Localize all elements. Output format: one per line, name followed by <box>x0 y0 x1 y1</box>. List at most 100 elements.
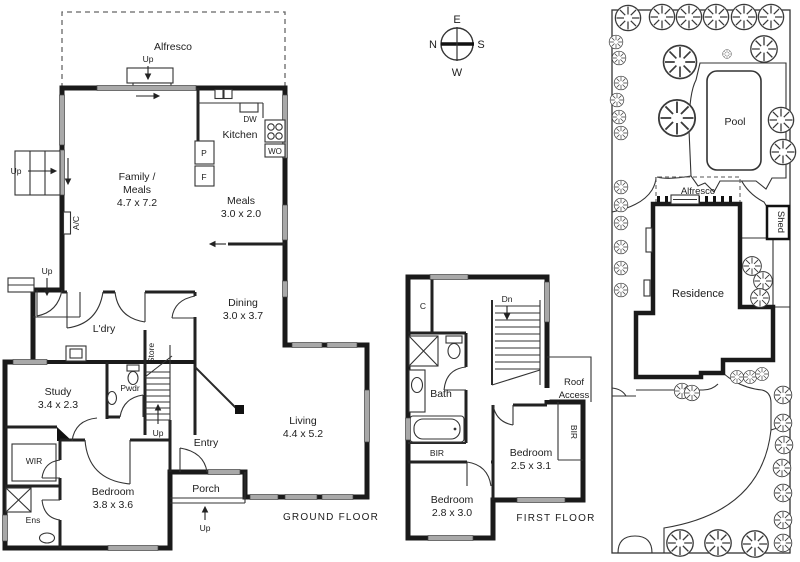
window <box>321 494 354 500</box>
store-label: Store <box>146 343 156 364</box>
sink <box>223 88 233 100</box>
shed <box>765 204 791 241</box>
up-label-side: Up <box>11 166 22 176</box>
ac-label: A/C <box>71 216 81 230</box>
room-label-living: Living <box>289 415 317 427</box>
first-floor-plan: Dn C Bath Roof Access BIR BIR Bedroom 2.… <box>405 274 595 541</box>
roof-access-1: Roof <box>564 377 584 388</box>
post <box>235 405 244 414</box>
floor-title-first: FIRST FLOOR <box>516 513 595 524</box>
room-label-alfresco: Alfresco <box>154 41 192 53</box>
bir-label-bedroom: BIR <box>569 425 579 439</box>
bath-door <box>443 366 467 391</box>
room-label-family-1: Family / <box>119 171 156 183</box>
pantry <box>194 140 215 165</box>
compass-n: N <box>429 39 437 51</box>
burner <box>275 123 283 131</box>
alcove-door <box>33 289 81 318</box>
roof-access-2: Access <box>559 390 590 401</box>
room-label-study: Study <box>45 386 73 398</box>
up-label-alcove: Up <box>42 266 53 276</box>
compass-e: E <box>453 14 460 26</box>
first-stairs <box>491 300 541 386</box>
room-label-bedroom1: Bedroom <box>510 447 553 459</box>
robe-unit <box>11 443 57 482</box>
window <box>544 281 550 323</box>
window <box>282 280 288 298</box>
room-label-laundry: L'dry <box>93 323 116 335</box>
window <box>2 514 8 542</box>
porch-outline <box>170 472 246 504</box>
driveway-gate <box>617 535 653 554</box>
window <box>427 535 474 541</box>
pantry-label: P <box>201 148 207 158</box>
fridge <box>194 165 215 187</box>
stair-walls <box>143 330 197 435</box>
bedroom2-door <box>466 461 492 487</box>
window <box>516 497 566 503</box>
wall-oven-label: WO <box>268 147 282 156</box>
room-dims-meals: 3.0 x 2.0 <box>221 208 261 220</box>
residence-window <box>645 227 653 253</box>
shower-cross <box>5 487 32 513</box>
alfresco-steps <box>126 67 174 84</box>
room-label-entry: Entry <box>194 437 219 449</box>
alfresco-outline <box>61 11 286 88</box>
up-label-stairs: Up <box>153 428 164 438</box>
room-dims-living: 4.4 x 5.2 <box>283 428 323 440</box>
roof-access-door <box>544 388 550 400</box>
floor-title-ground: GROUND FLOOR <box>283 512 379 523</box>
front-gate <box>611 387 636 397</box>
study-door <box>71 417 98 442</box>
burner <box>267 123 275 131</box>
window <box>207 469 241 475</box>
site-alfresco-outline <box>655 176 741 203</box>
compass: E N S W <box>429 14 485 79</box>
diagonal-wall <box>194 366 238 410</box>
toilet <box>38 532 56 544</box>
window <box>12 359 48 365</box>
window <box>364 389 370 443</box>
sink <box>214 88 224 100</box>
room-dims-bedroom1: 2.5 x 3.1 <box>511 460 551 472</box>
room-label-porch: Porch <box>192 483 220 495</box>
dw-label: DW <box>243 115 257 124</box>
cupboard-label: C <box>420 301 426 311</box>
cupboard-walls <box>408 277 466 335</box>
residence-label: Residence <box>672 288 724 300</box>
shower-cross <box>408 335 439 367</box>
site-plan: Pool Alfresco Residence Shed <box>608 3 797 558</box>
ground-floor-plan: Alfresco Up Up Store <box>2 11 379 551</box>
wall-oven <box>264 143 286 158</box>
ac-unit <box>62 211 72 235</box>
basin <box>106 390 118 406</box>
up-label-alfresco: Up <box>143 54 154 64</box>
wir-door <box>41 459 61 479</box>
room-label-dining: Dining <box>228 297 258 309</box>
dining-door <box>171 295 196 319</box>
ens-door <box>41 499 61 521</box>
powder-door <box>119 394 144 418</box>
dn-label: Dn <box>502 294 513 304</box>
entry-door <box>179 447 208 473</box>
window <box>249 494 279 500</box>
room-label-kitchen: Kitchen <box>222 129 257 141</box>
window <box>291 342 323 348</box>
bedroom1-door <box>492 404 514 426</box>
laundry-trough <box>65 345 87 362</box>
toilet <box>447 342 461 360</box>
room-dims-study: 3.4 x 2.3 <box>38 399 78 411</box>
laundry-door <box>66 291 104 329</box>
room-label-bath: Bath <box>430 388 452 400</box>
window <box>326 342 358 348</box>
room-label-ens: Ens <box>26 515 41 525</box>
window <box>96 85 197 91</box>
room-dims-family: 4.7 x 7.2 <box>117 197 157 209</box>
window <box>284 494 318 500</box>
window <box>282 204 288 241</box>
site-alfresco-label: Alfresco <box>681 186 715 197</box>
hall-door <box>114 291 146 323</box>
compass-s: S <box>477 39 484 51</box>
